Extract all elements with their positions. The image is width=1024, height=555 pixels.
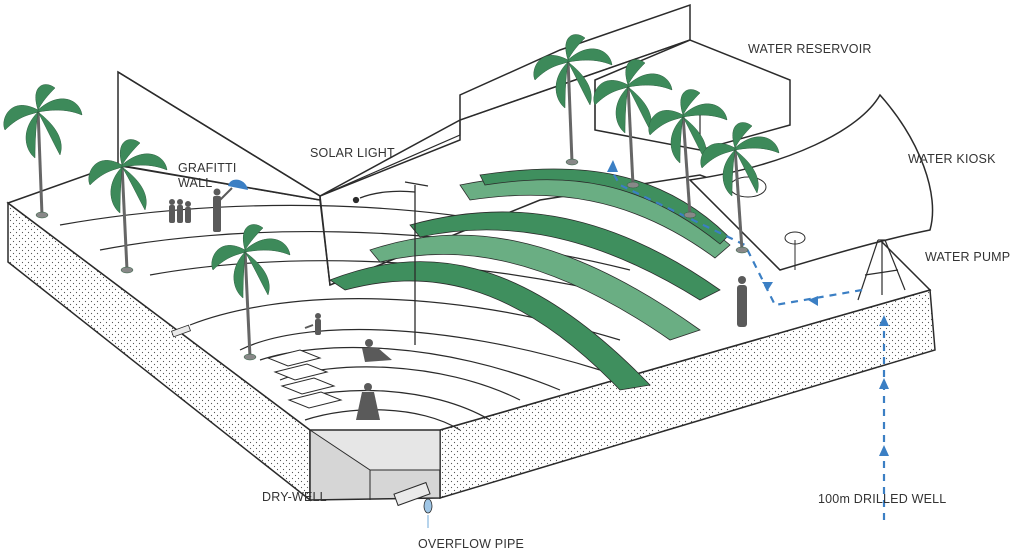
terrace-2 <box>369 234 701 341</box>
water-flow-path <box>609 167 886 520</box>
umbrella-icon <box>228 179 248 190</box>
person-figure <box>185 201 191 223</box>
label-drilled-well: 100m DRILLED WELL <box>818 492 947 506</box>
person-figure <box>737 276 747 327</box>
person-figure <box>362 339 392 362</box>
person-figure <box>177 199 183 223</box>
label-water-pump: WATER PUMP <box>925 250 1011 264</box>
wall-drain <box>171 324 191 338</box>
water-kiosk <box>688 93 934 271</box>
person-figure <box>356 383 380 420</box>
palm-tree <box>533 34 613 166</box>
terrace-1 <box>329 261 651 391</box>
green-terraces <box>329 168 731 391</box>
stair-flight <box>266 349 343 409</box>
terrace-3 <box>409 211 721 301</box>
palm-tree <box>3 84 83 219</box>
label-overflow-pipe: OVERFLOW PIPE <box>418 537 525 551</box>
person-figure <box>304 313 321 335</box>
overflow-pipe <box>393 481 433 514</box>
label-water-reservoir: WATER RESERVOIR <box>748 42 872 56</box>
palm-tree <box>211 224 291 361</box>
people-figures <box>169 179 747 420</box>
label-solar-light: SOLAR LIGHT <box>310 146 395 160</box>
palm-tree <box>88 139 168 274</box>
palm-tree <box>648 89 728 219</box>
terrace-5 <box>479 168 729 245</box>
label-dry-well: DRY-WELL <box>262 490 327 504</box>
water-pump <box>857 239 906 301</box>
solar-light <box>352 181 429 345</box>
person-figure <box>213 187 233 232</box>
palm-trees <box>3 34 780 361</box>
label-water-kiosk: WATER KIOSK <box>908 152 996 166</box>
palm-tree <box>700 122 780 254</box>
palm-tree <box>593 59 673 189</box>
label-graffiti-wall: GRAFITTI WALL <box>178 161 237 190</box>
water-flow-arrowheads <box>607 160 889 456</box>
person-figure <box>169 199 175 223</box>
